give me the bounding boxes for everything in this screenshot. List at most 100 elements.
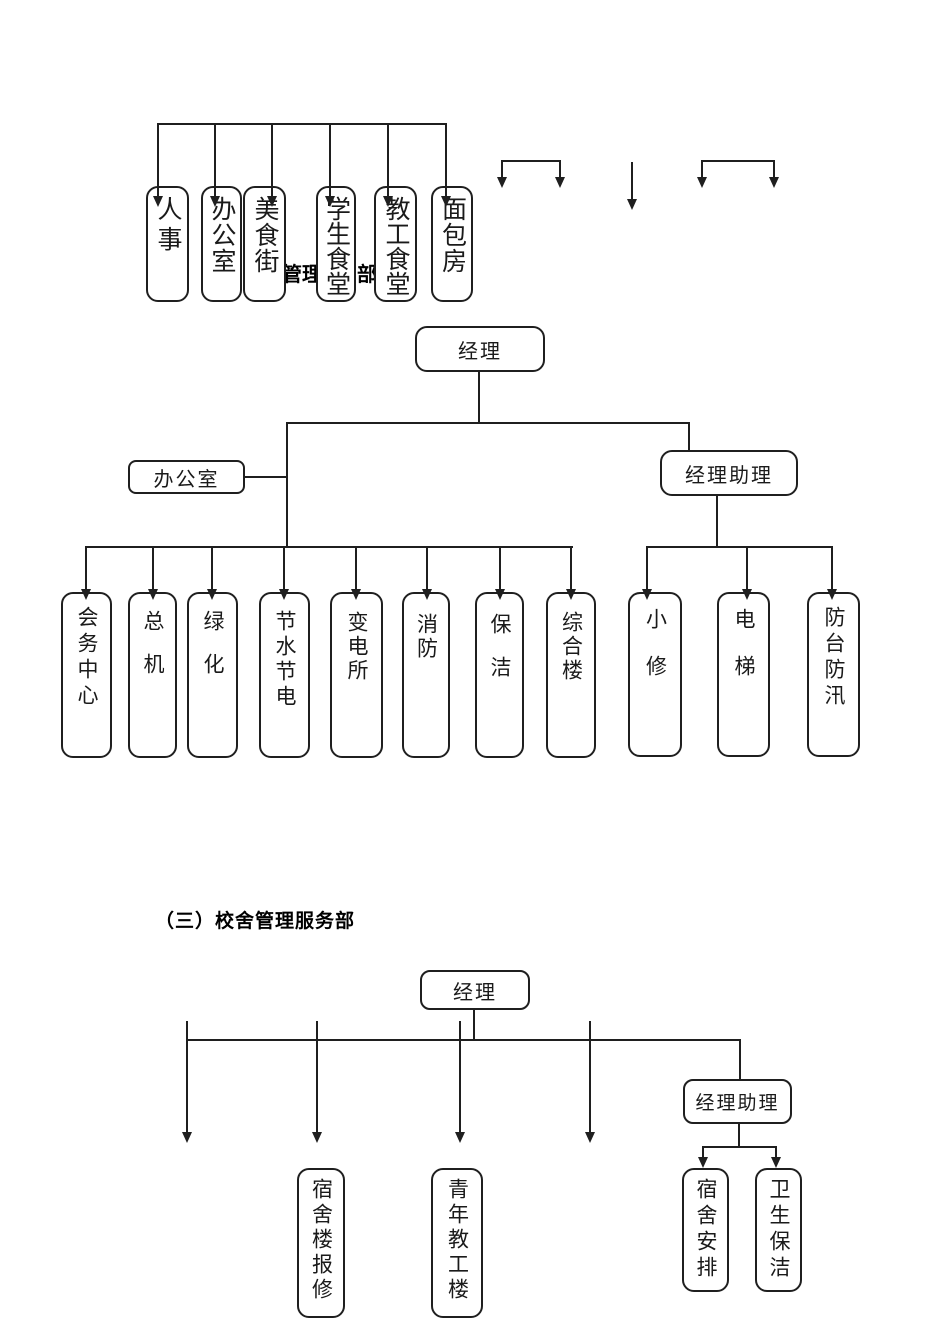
manager-box: 经理 — [420, 970, 530, 1010]
connector-line — [152, 546, 154, 590]
connector-line — [286, 422, 288, 547]
arrow-down-icon — [312, 1132, 322, 1143]
connector-line — [186, 1021, 188, 1132]
connector-line — [702, 1146, 704, 1158]
org-box-qingnianjiaogonglou: 青年教工楼 — [431, 1168, 483, 1318]
assistant-manager-box: 经理助理 — [660, 450, 798, 496]
orphan-connector-line — [631, 162, 633, 199]
connector-line — [271, 123, 273, 197]
arrow-down-icon — [497, 177, 507, 188]
org-box-zongji: 总机 — [128, 592, 177, 758]
arrow-down-icon — [827, 589, 837, 600]
assistant-bracket-line — [702, 1146, 777, 1148]
arrow-down-icon — [455, 1132, 465, 1143]
arrow-down-icon — [351, 589, 361, 600]
connector-line — [85, 546, 87, 590]
arrow-down-icon — [153, 196, 163, 207]
connector-line — [701, 160, 703, 177]
arrow-down-icon — [627, 199, 637, 210]
org-box-mianbaofang: 面包房 — [431, 186, 473, 302]
org-box-sushelou-baoxiu: 宿舍楼报修 — [297, 1168, 345, 1318]
connector-line — [775, 1146, 777, 1158]
assistant-manager-box: 经理助理 — [683, 1079, 792, 1124]
dormitory-section-heading: （三）校舍管理服务部 — [155, 911, 356, 932]
connector-line — [746, 546, 748, 590]
connector-line — [286, 422, 690, 424]
connector-line — [473, 1010, 475, 1039]
connector-line — [589, 1021, 591, 1132]
connector-line — [157, 123, 159, 197]
arrow-down-icon — [210, 196, 220, 207]
arrow-down-icon — [207, 589, 217, 600]
arrow-down-icon — [81, 589, 91, 600]
connector-line — [211, 546, 213, 590]
connector-line — [245, 476, 287, 478]
connector-line — [559, 160, 561, 177]
arrow-down-icon — [422, 589, 432, 600]
connector-line — [688, 422, 690, 452]
org-box-biandiansuo: 变电所 — [330, 592, 383, 758]
connector-line — [316, 1021, 318, 1132]
dormitory-rail-line — [186, 1039, 741, 1041]
office-box: 办公室 — [128, 460, 245, 494]
org-box-baojie: 保洁 — [475, 592, 524, 758]
arrow-down-icon — [555, 177, 565, 188]
org-box-fangtaifangxun: 防台防汛 — [807, 592, 860, 757]
connector-line — [501, 160, 503, 177]
arrow-down-icon — [566, 589, 576, 600]
arrow-down-icon — [771, 1157, 781, 1168]
arrow-down-icon — [769, 177, 779, 188]
connector-line — [283, 546, 285, 590]
connector-line — [387, 123, 389, 197]
org-box-weishengbaojie: 卫生保洁 — [755, 1168, 802, 1292]
connector-line — [646, 546, 648, 590]
connector-line — [739, 1039, 741, 1079]
connector-line — [459, 1021, 461, 1132]
org-box-xiaoxiu: 小修 — [628, 592, 682, 757]
connector-line — [831, 546, 833, 590]
org-box-bangongshi: 办公室 — [201, 186, 242, 302]
arrow-down-icon — [495, 589, 505, 600]
arrow-down-icon — [148, 589, 158, 600]
manager-box: 经理 — [415, 326, 545, 372]
arrow-down-icon — [267, 196, 277, 207]
canteen-heading-fragment-right: 部 — [357, 264, 377, 286]
org-box-meishijie: 美食街 — [243, 186, 286, 302]
assistant-rail-line — [646, 546, 833, 548]
connector-line — [329, 123, 331, 197]
arrow-down-icon — [697, 177, 707, 188]
property-rail-line — [85, 546, 573, 548]
connector-line — [478, 372, 480, 422]
connector-line — [716, 496, 718, 546]
org-box-dianti: 电梯 — [717, 592, 770, 757]
arrow-down-icon — [182, 1132, 192, 1143]
arrow-down-icon — [742, 589, 752, 600]
arrow-down-icon — [383, 196, 393, 207]
arrow-down-icon — [642, 589, 652, 600]
org-box-xueshengshitang: 学生食堂 — [316, 186, 356, 302]
org-box-renshi: 人事 — [146, 186, 189, 302]
org-box-jieshuijiedian: 节水节电 — [259, 592, 310, 758]
orphan-bracket-line — [501, 160, 561, 162]
connector-line — [214, 123, 216, 197]
connector-line — [355, 546, 357, 590]
arrow-down-icon — [441, 196, 451, 207]
connector-line — [426, 546, 428, 590]
arrow-down-icon — [325, 196, 335, 207]
org-box-xiaofang: 消防 — [402, 592, 450, 758]
connector-line — [570, 546, 572, 590]
connector-line — [499, 546, 501, 590]
org-box-jiaogongshitang: 教工食堂 — [374, 186, 417, 302]
org-box-lvhua: 绿化 — [187, 592, 238, 758]
arrow-down-icon — [279, 589, 289, 600]
canteen-rail-line — [157, 123, 447, 125]
arrow-down-icon — [585, 1132, 595, 1143]
org-box-susheanpai: 宿舍安排 — [682, 1168, 729, 1292]
connector-line — [773, 160, 775, 177]
orphan-bracket-line — [701, 160, 775, 162]
canteen-heading-fragment-mid: 管理 — [282, 264, 322, 286]
arrow-down-icon — [698, 1157, 708, 1168]
connector-line — [445, 123, 447, 197]
org-box-huiwuzhongxin: 会务中心 — [61, 592, 112, 758]
